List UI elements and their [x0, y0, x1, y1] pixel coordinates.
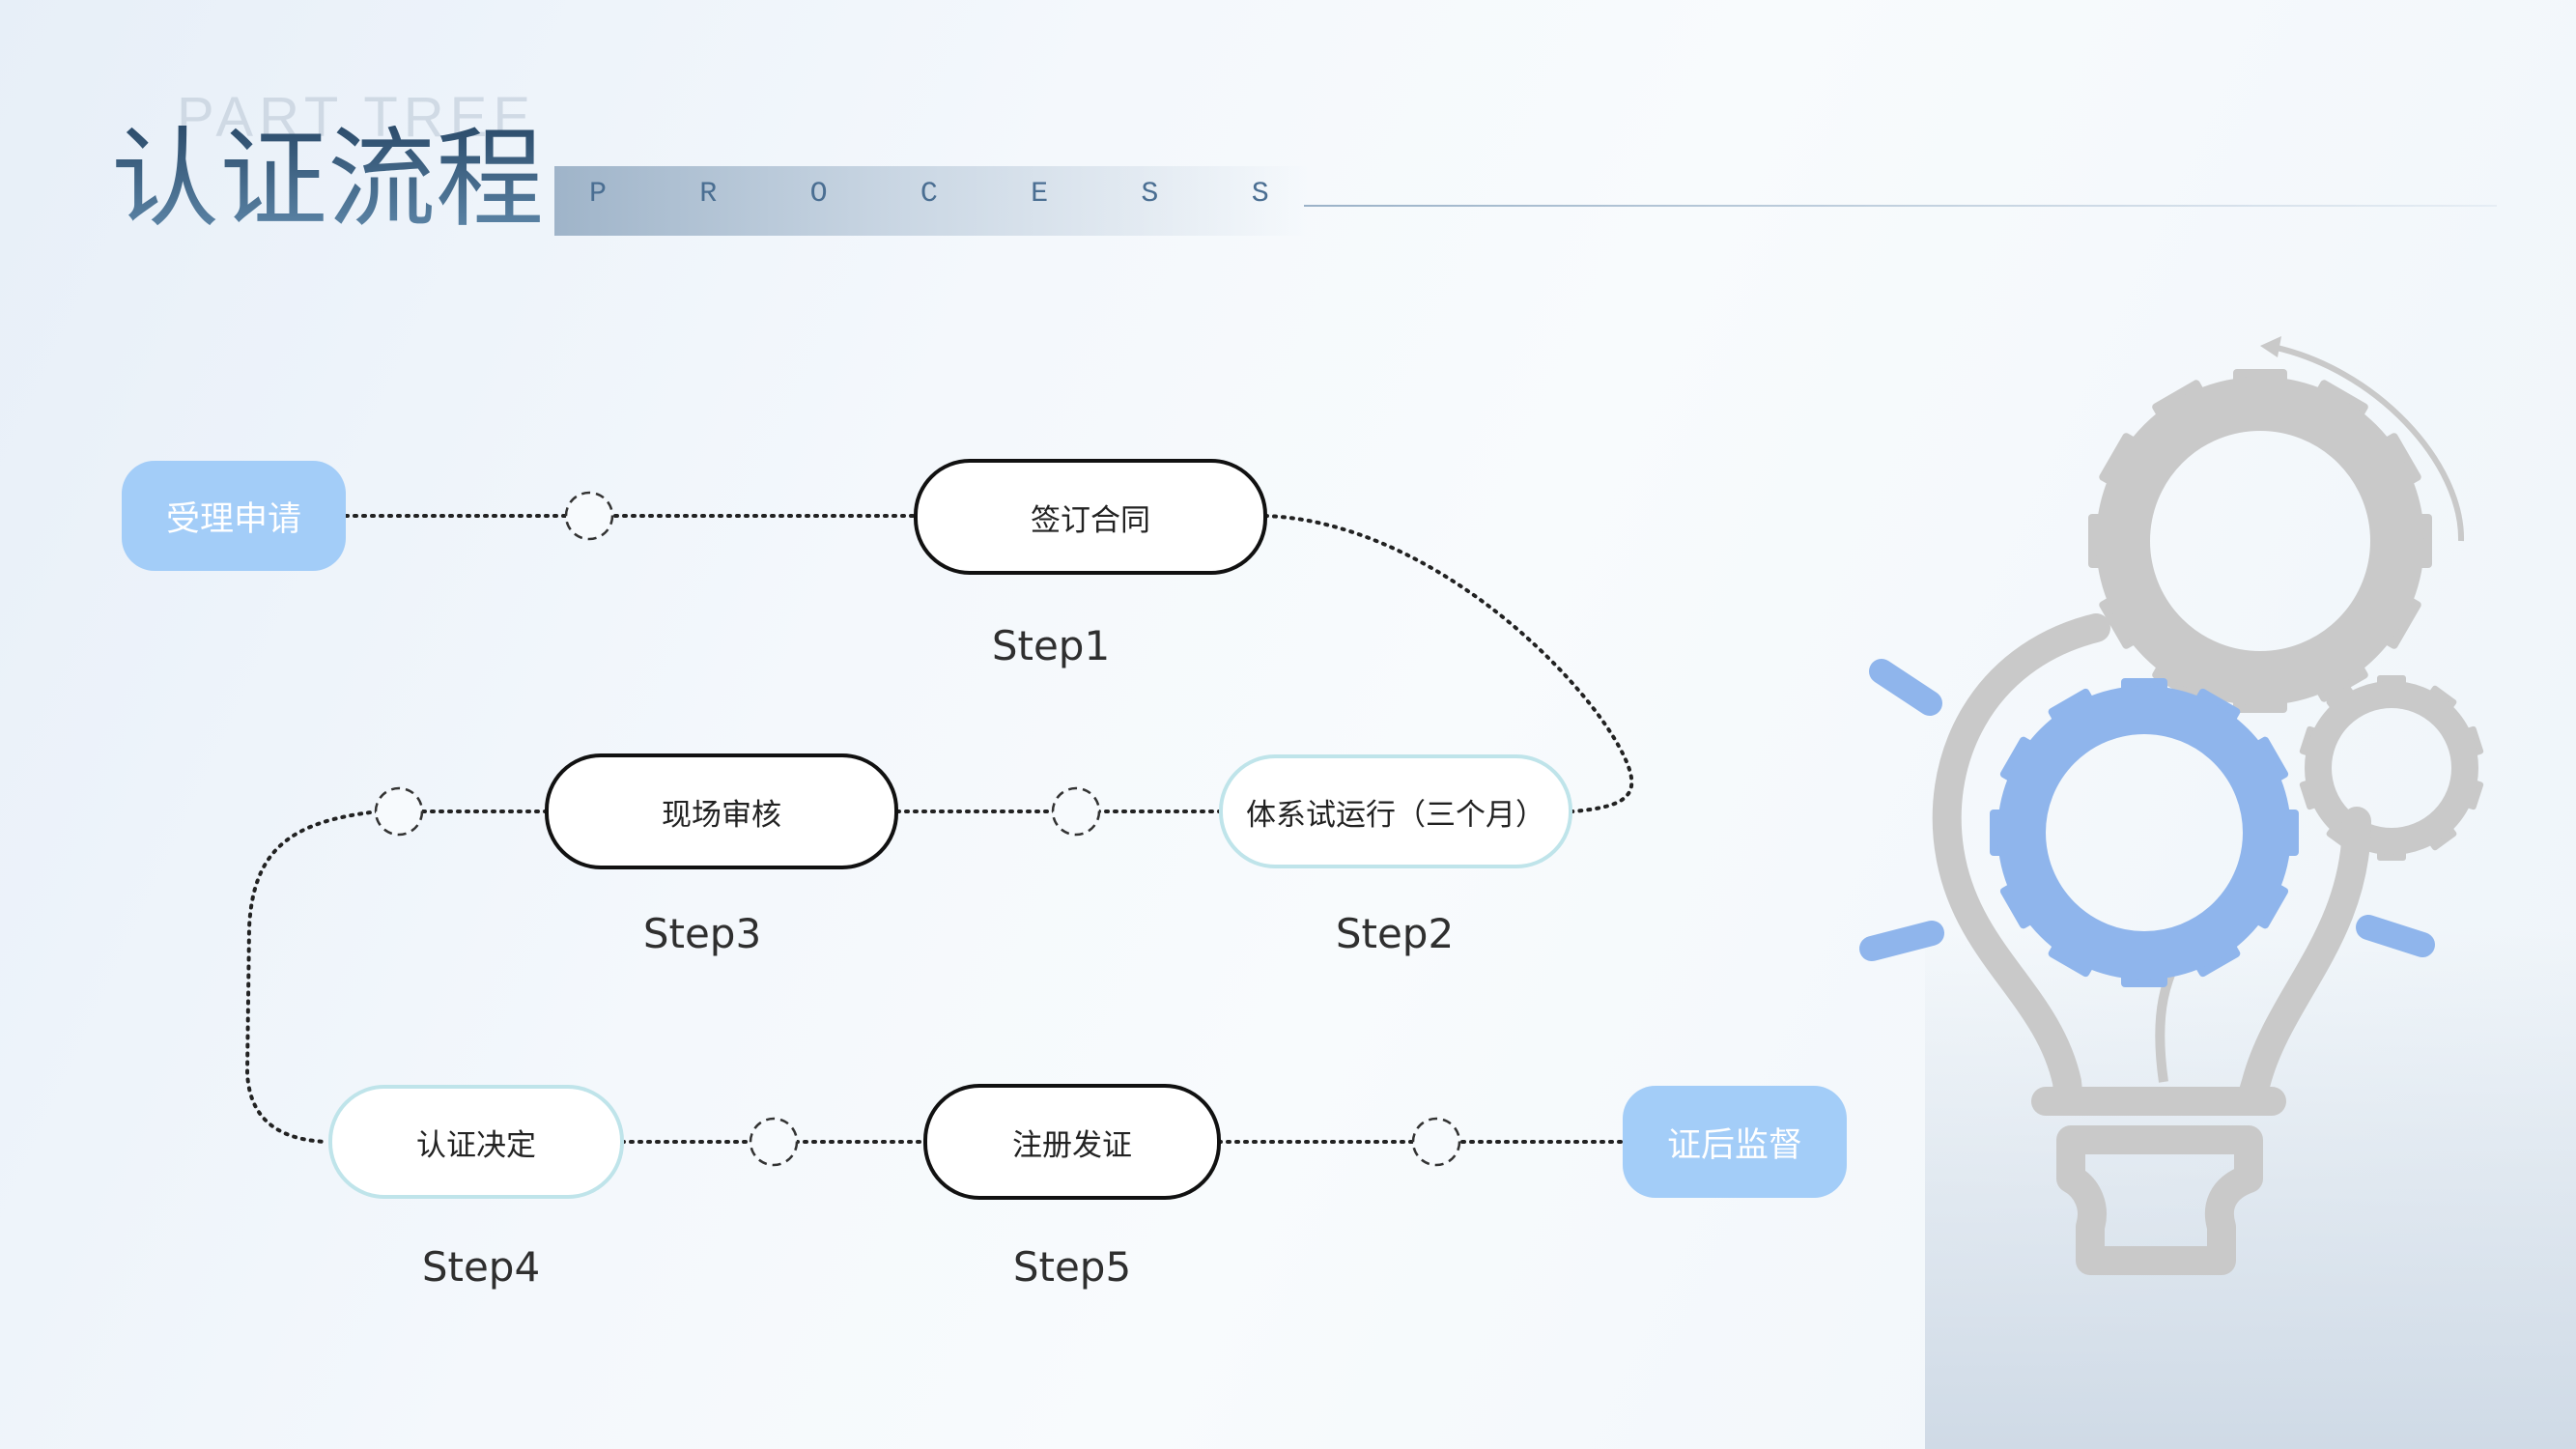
- connector-node-circle: [1411, 1117, 1461, 1167]
- step2-label: Step2: [1335, 910, 1455, 957]
- blue-gear: [1990, 678, 2299, 987]
- header-rule: [1304, 205, 2497, 207]
- step5-node: 注册发证: [923, 1084, 1221, 1200]
- start-node: 受理申请: [122, 461, 346, 571]
- process-band: [554, 166, 1308, 236]
- step4-node: 认证决定: [328, 1085, 624, 1199]
- step5-label: Step5: [1012, 1243, 1132, 1291]
- step2-node: 体系试运行（三个月）: [1219, 754, 1572, 868]
- step3-label: Step3: [642, 910, 762, 957]
- step1-label: Step1: [991, 622, 1111, 669]
- process-subtitle: P R O C E S S: [554, 178, 1327, 224]
- connector-node-circle: [1051, 786, 1101, 837]
- lightbulb-outline: [1932, 613, 2371, 1116]
- process-letter: O: [809, 178, 828, 211]
- process-letter: S: [1251, 178, 1269, 211]
- connector-node-circle: [374, 786, 424, 837]
- rotation-arrow-icon: [2267, 343, 2465, 542]
- ghost-heading: PART TREE: [177, 86, 537, 149]
- lightbulb-gears-icon: [1859, 336, 2484, 1275]
- process-letter: C: [920, 178, 938, 211]
- process-letter: P: [589, 178, 608, 211]
- end-node: 证后监督: [1623, 1086, 1847, 1198]
- process-letter: R: [699, 178, 718, 211]
- process-letter: E: [1031, 178, 1049, 211]
- gray-gear-large: [2088, 369, 2432, 713]
- gray-gear-small: [2299, 675, 2484, 861]
- step1-node: 签订合同: [914, 459, 1267, 575]
- process-letter: S: [1141, 178, 1159, 211]
- page-title: 认证流程: [111, 117, 544, 242]
- connector-node-circle: [564, 491, 614, 541]
- step4-label: Step4: [421, 1243, 541, 1291]
- connector-node-circle: [749, 1117, 799, 1167]
- lightbulb-base: [2056, 1125, 2263, 1275]
- connector-step1-step2: [1263, 514, 1634, 813]
- step3-node: 现场审核: [545, 753, 898, 869]
- light-ray-icon: [1859, 659, 2435, 961]
